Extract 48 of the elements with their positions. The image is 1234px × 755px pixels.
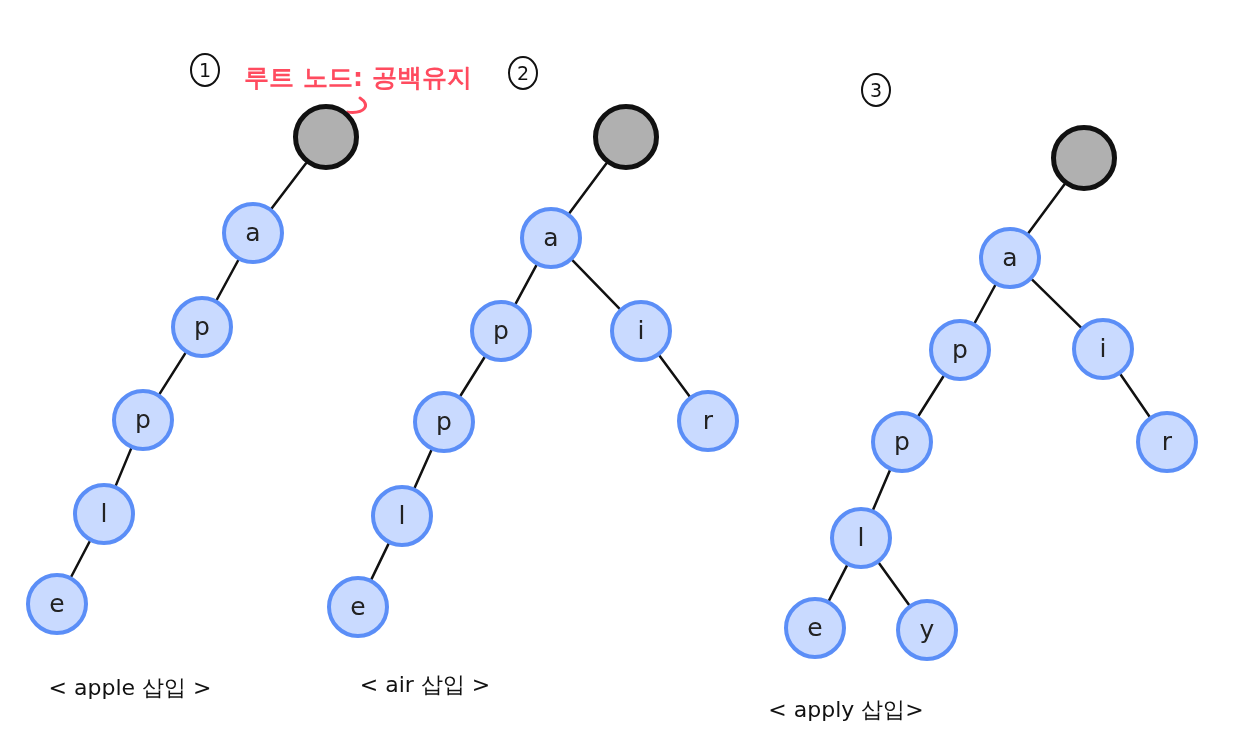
trie-node: y bbox=[896, 599, 958, 661]
trie-node: p bbox=[470, 300, 532, 362]
annotation-text: 루트 노드: 공백유지 bbox=[228, 58, 488, 98]
trie-node: a bbox=[520, 207, 582, 269]
caption: < apply 삽입> bbox=[768, 696, 924, 724]
trie-node: l bbox=[371, 485, 433, 547]
tree-edge bbox=[514, 264, 538, 305]
trie-node: e bbox=[26, 573, 88, 635]
trie-node: r bbox=[677, 390, 739, 452]
trie-node: p bbox=[929, 319, 991, 381]
caption: < apple 삽입 > bbox=[48, 674, 212, 702]
step-number: 2 bbox=[508, 56, 538, 90]
tree-edge bbox=[877, 561, 911, 607]
tree-edge bbox=[114, 447, 133, 487]
tree-edge bbox=[571, 259, 621, 310]
trie-node: l bbox=[73, 483, 135, 545]
trie-node: a bbox=[222, 202, 284, 264]
trie-node: e bbox=[327, 576, 389, 638]
tree-edge bbox=[658, 354, 691, 398]
tree-edge bbox=[917, 374, 945, 418]
trie-node: p bbox=[112, 389, 174, 451]
tree-edge bbox=[459, 356, 486, 397]
trie-node: i bbox=[1072, 318, 1134, 380]
trie-node: p bbox=[871, 411, 933, 473]
tree-edge bbox=[1119, 373, 1151, 418]
tree-edge bbox=[158, 351, 187, 396]
caption: < air 삽입 > bbox=[359, 671, 491, 699]
tree-edge bbox=[215, 259, 240, 301]
trie-node: e bbox=[784, 597, 846, 659]
trie-node: l bbox=[830, 507, 892, 569]
tree-edge bbox=[1027, 183, 1066, 235]
tree-edge bbox=[270, 162, 308, 210]
tree-edge bbox=[568, 162, 608, 215]
tree-edge bbox=[413, 449, 433, 489]
tree-edge bbox=[1030, 278, 1083, 329]
trie-node: p bbox=[413, 391, 475, 453]
trie-node: p bbox=[171, 296, 233, 358]
trie-node: a bbox=[979, 227, 1041, 289]
tree-edge bbox=[827, 564, 849, 602]
tree-edge bbox=[370, 542, 390, 581]
tree-edge bbox=[871, 469, 892, 511]
leader-line bbox=[346, 96, 368, 114]
tree-edge bbox=[70, 540, 91, 578]
step-number: 1 bbox=[190, 53, 220, 87]
trie-node: r bbox=[1136, 411, 1198, 473]
tree-edge bbox=[973, 284, 997, 324]
trie-node: i bbox=[610, 300, 672, 362]
step-number: 3 bbox=[861, 73, 891, 107]
